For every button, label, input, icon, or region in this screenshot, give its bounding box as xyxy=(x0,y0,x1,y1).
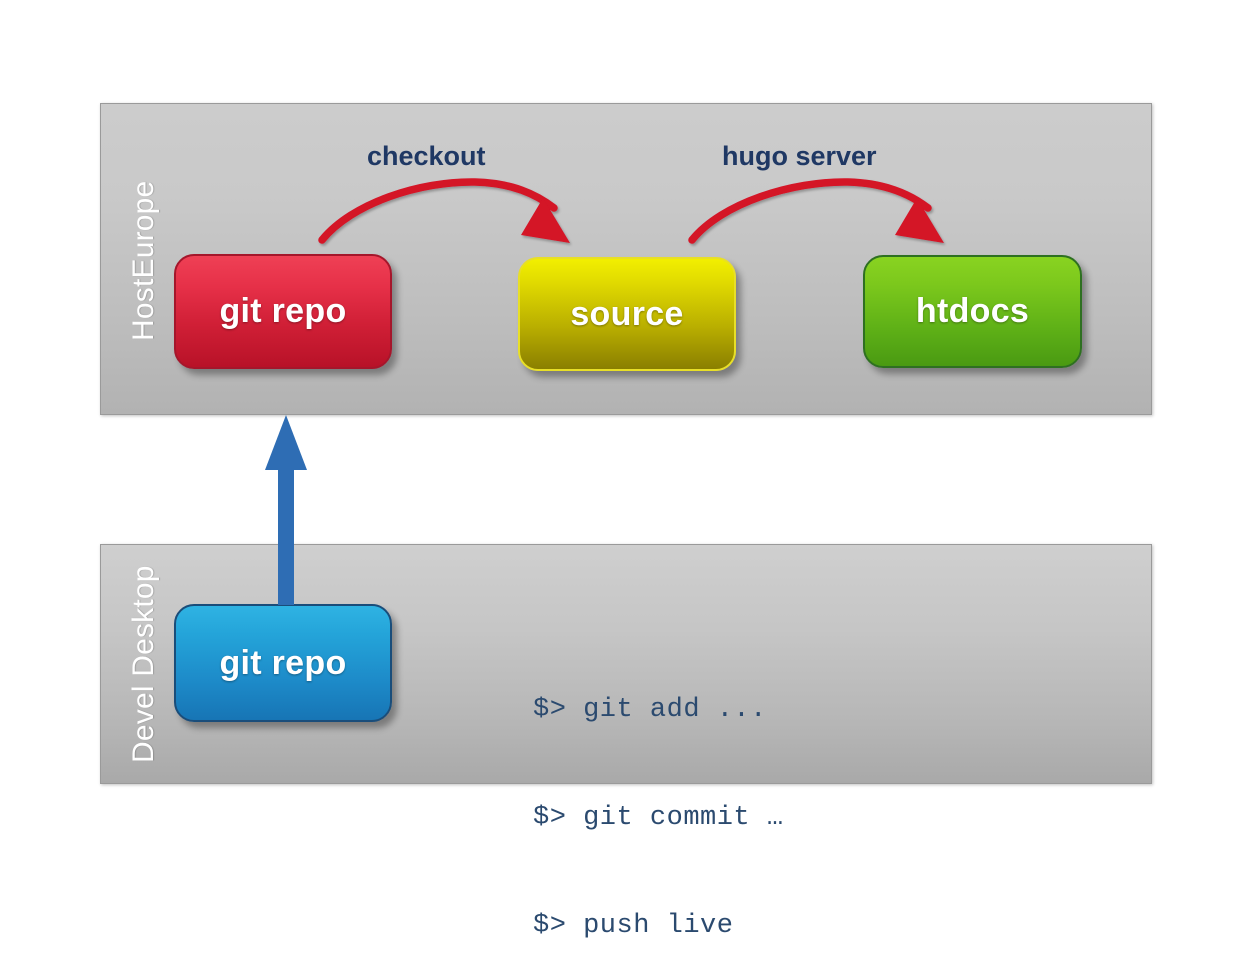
node-label-git-repo-hosteurope: git repo xyxy=(219,292,347,330)
node-source[interactable]: source xyxy=(518,257,736,371)
terminal-line-1: $> git add ... xyxy=(533,695,767,725)
node-label-git-repo-devel-desktop: git repo xyxy=(219,643,347,682)
node-label-htdocs: htdocs xyxy=(915,292,1030,330)
node-git-repo-devel-desktop[interactable]: git repo xyxy=(174,604,392,722)
zone-label-devel-desktop: Devel Desktop xyxy=(127,565,160,763)
node-git-repo-hosteurope[interactable]: git repo xyxy=(174,254,392,369)
terminal-line-3: $> push live xyxy=(533,911,734,941)
terminal-command-block: $> git add ... $> git commit … $> push l… xyxy=(533,620,784,980)
node-htdocs[interactable]: htdocs xyxy=(863,255,1082,368)
arrow-label-checkout: checkout xyxy=(367,141,486,171)
node-label-source: source xyxy=(570,294,684,333)
zone-label-hosteurope: HostEurope xyxy=(127,180,160,341)
terminal-line-2: $> git commit … xyxy=(533,803,784,833)
arrow-label-hugo-server: hugo server xyxy=(722,141,877,171)
